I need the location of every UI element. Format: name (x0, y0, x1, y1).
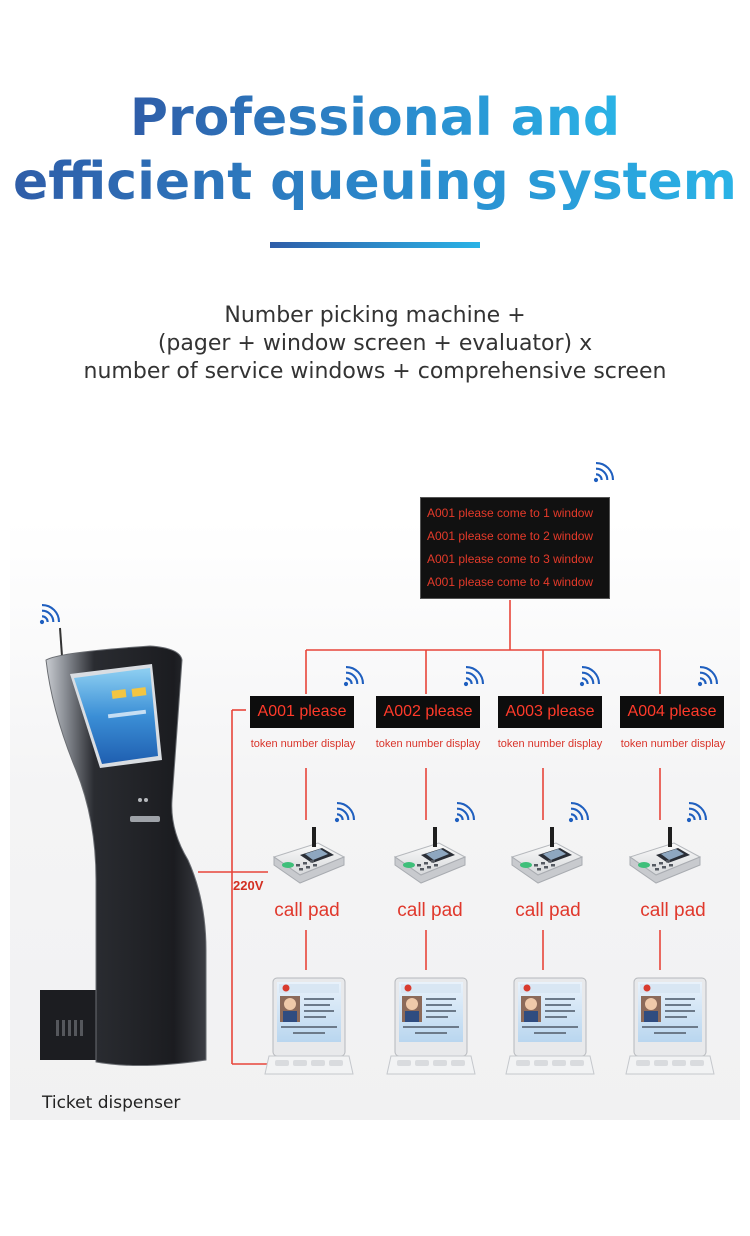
wifi-icon (462, 662, 488, 688)
title-line-2: efficient queuing system (13, 152, 737, 212)
window-screen-4: A004 please (620, 696, 724, 728)
call-pad-device (394, 826, 466, 884)
evaluator-device (625, 977, 715, 1075)
comprehensive-screen-line: A001 please come to 2 window (427, 529, 594, 543)
wifi-icon (38, 600, 64, 626)
wifi-icon (696, 662, 722, 688)
title-underline (270, 242, 480, 248)
call-pad-label: call pad (274, 900, 340, 921)
call-pad-label: call pad (515, 900, 581, 921)
token-display-label: token number display (620, 738, 726, 750)
ticket-kiosk (40, 627, 207, 1067)
wifi-icon (592, 458, 618, 484)
wifi-icon (578, 662, 604, 688)
wifi-icon (567, 798, 593, 824)
token-display-label: token number display (250, 738, 356, 750)
call-pad-label: call pad (397, 900, 463, 921)
connector-lines (198, 600, 661, 1065)
token-display-label: token number display (375, 738, 481, 750)
ticket-dispenser-label: Ticket dispenser (42, 1093, 181, 1113)
comprehensive-screen: A001 please come to 1 window A001 please… (420, 497, 610, 599)
window-screen-1: A001 please (250, 696, 354, 728)
wifi-icon (342, 662, 368, 688)
wifi-icon (685, 798, 711, 824)
evaluator-device (386, 977, 476, 1075)
call-pad-device (511, 826, 583, 884)
comprehensive-screen-line: A001 please come to 1 window (427, 506, 594, 520)
window-screen-3: A003 please (498, 696, 602, 728)
call-pad-device (629, 826, 701, 884)
power-label: 220V (233, 878, 264, 893)
call-pad-label: call pad (640, 900, 706, 921)
evaluator-device (505, 977, 595, 1075)
window-screen-2: A002 please (376, 696, 480, 728)
formula-line-3: number of service windows + comprehensiv… (83, 359, 667, 384)
formula-line-1: Number picking machine + (224, 303, 526, 328)
wifi-icon (333, 798, 359, 824)
comprehensive-screen-line: A001 please come to 3 window (427, 552, 594, 566)
wifi-icon (453, 798, 479, 824)
title-line-1: Professional and (129, 88, 621, 148)
call-pad-device (273, 826, 345, 884)
formula-line-2: (pager + window screen + evaluator) x (157, 331, 593, 356)
token-display-label: token number display (497, 738, 603, 750)
comprehensive-screen-line: A001 please come to 4 window (427, 575, 594, 589)
evaluator-device (264, 977, 354, 1075)
